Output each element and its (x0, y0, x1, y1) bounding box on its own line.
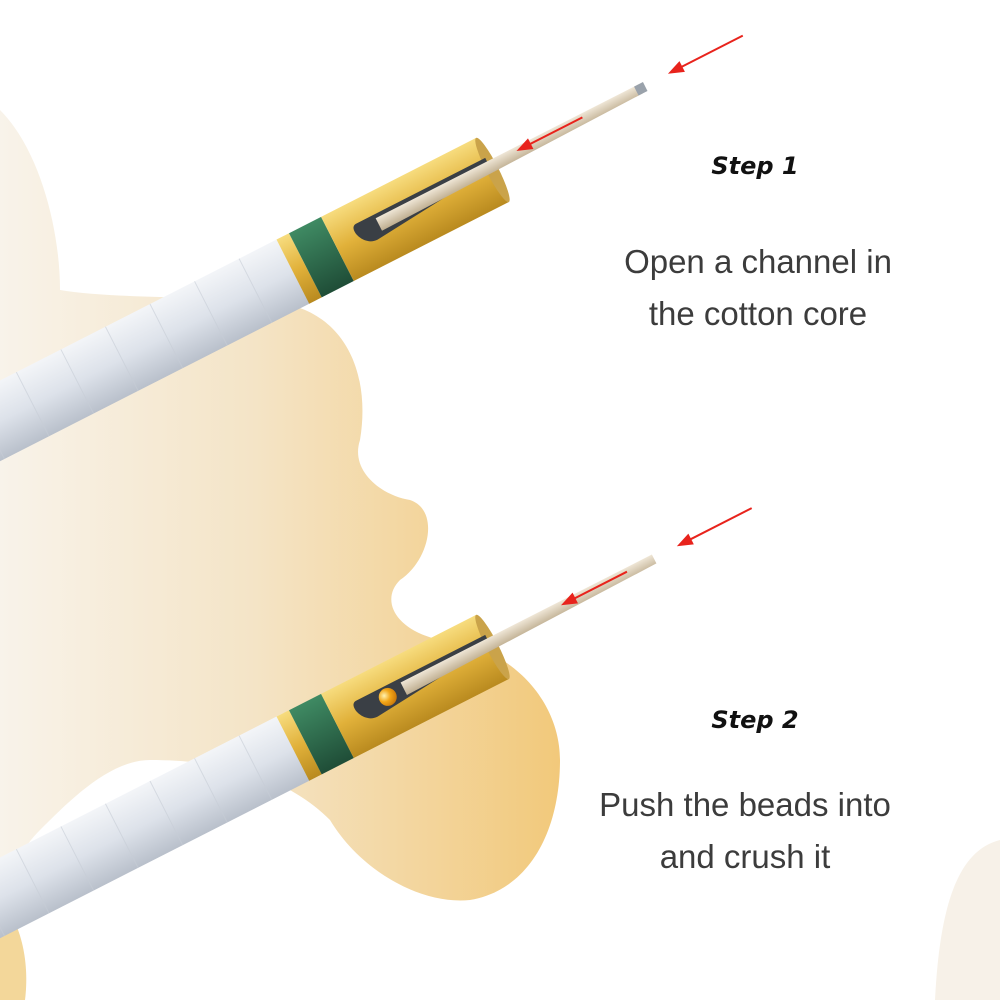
face-silhouette (0, 110, 560, 930)
green-band (289, 693, 354, 775)
cigarette-2 (0, 507, 753, 941)
cigarette-1 (0, 34, 744, 464)
step-2-title: Step 2 (711, 706, 799, 734)
step-1-description: Open a channel in the cotton core (568, 236, 948, 340)
filter-paper-texture (0, 258, 273, 460)
step-2-description-line-1: Push the beads into (599, 786, 891, 823)
gold-ring (276, 710, 322, 781)
green-band (289, 216, 354, 298)
filter-paper (0, 235, 317, 464)
filter-paper-texture (0, 735, 273, 937)
red-arrow-head (561, 592, 578, 606)
step-2-description: Push the beads into and crush it (555, 779, 935, 883)
step-2-description-line-2: and crush it (659, 838, 831, 875)
filter-paper (0, 712, 317, 941)
gold-ring (276, 233, 322, 304)
step-1-title: Step 1 (711, 152, 799, 180)
corner-shape (935, 840, 1000, 1000)
red-arrow-head (516, 138, 534, 151)
step-1-description-line-1: Open a channel in (624, 243, 892, 280)
needle-tip (634, 82, 648, 96)
red-arrow-head-outer (676, 533, 694, 547)
step-1-description-line-2: the cotton core (648, 295, 868, 332)
red-arrow-line-outer (671, 34, 744, 73)
red-arrow-line-outer (679, 507, 753, 546)
flavor-bead (378, 687, 397, 706)
red-arrow-head-outer (667, 61, 685, 74)
needle (375, 84, 644, 231)
